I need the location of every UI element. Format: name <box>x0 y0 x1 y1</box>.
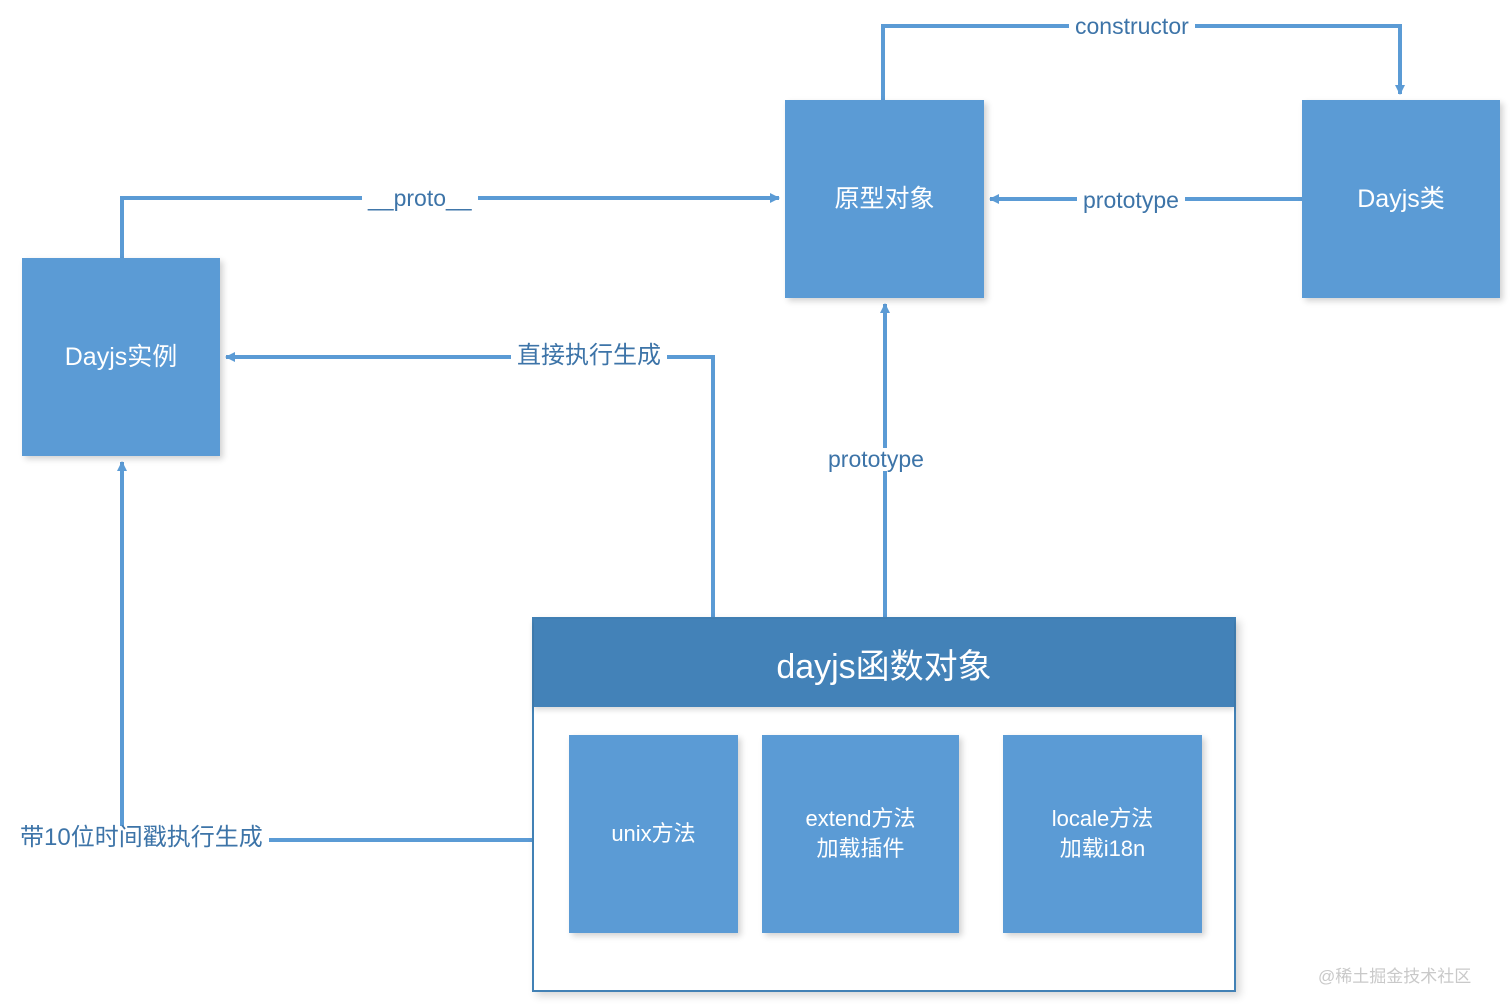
node-dayjs-class[interactable]: Dayjs类 <box>1302 100 1500 298</box>
edge-label-proto: __proto__ <box>362 187 478 210</box>
method-box-unix[interactable]: unix方法 <box>569 735 738 933</box>
group-header-title: dayjs函数对象 <box>534 619 1234 707</box>
watermark: @稀土掘金技术社区 <box>1318 967 1472 986</box>
node-prototype-object[interactable]: 原型对象 <box>785 100 984 298</box>
edge-label-prototype-right: prototype <box>1077 189 1185 212</box>
edge-unix-gen-line <box>117 461 569 842</box>
method-box-locale[interactable]: locale方法 加载i18n <box>1003 735 1202 933</box>
method-box-extend[interactable]: extend方法 加载插件 <box>762 735 959 933</box>
edge-label-unix-gen: 带10位时间戳执行生成 <box>14 826 269 850</box>
edge-label-direct-exec: 直接执行生成 <box>511 344 667 368</box>
edge-label-constructor: constructor <box>1069 15 1195 38</box>
edge-direct-exec-line <box>225 352 715 617</box>
edge-label-prototype-bottom: prototype <box>822 448 930 471</box>
node-dayjs-instance[interactable]: Dayjs实例 <box>22 258 220 456</box>
